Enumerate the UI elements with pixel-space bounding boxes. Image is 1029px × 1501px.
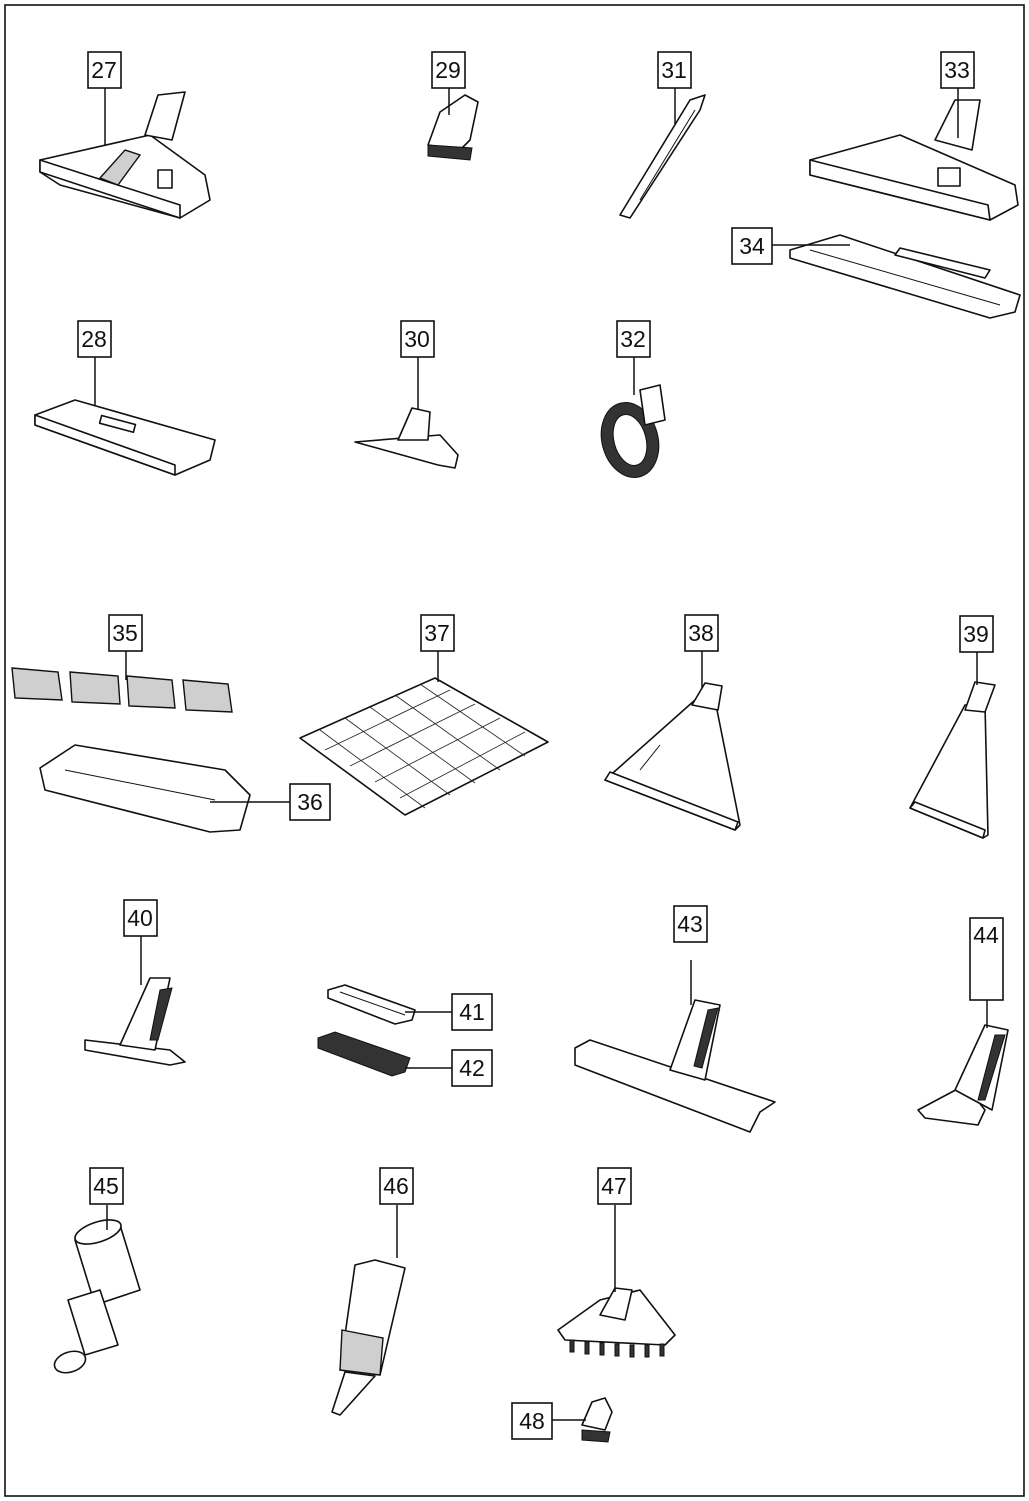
svg-text:30: 30 [404,326,430,352]
spray-nozzle-46 [331,1259,406,1416]
svg-text:37: 37 [424,620,450,646]
tray-36 [39,744,251,833]
label-43: 43 [673,905,708,943]
small-nozzle-30 [354,407,459,469]
svg-text:47: 47 [601,1173,627,1199]
triangle-brush-47 [557,1287,676,1358]
inserts-35 [11,667,233,713]
svg-text:28: 28 [81,326,107,352]
label-34: 34 [731,227,773,265]
page-border [4,4,1025,1497]
label-45: 45 [89,1167,124,1205]
label-30: 30 [400,320,435,358]
label-35: 35 [108,614,143,652]
label-36: 36 [289,783,331,821]
svg-text:46: 46 [383,1173,409,1199]
svg-text:43: 43 [677,911,703,937]
nozzle-44 [917,1024,1009,1126]
label-46: 46 [379,1167,414,1205]
strip-41 [327,984,416,1025]
label-48: 48 [511,1402,553,1440]
svg-text:32: 32 [620,326,646,352]
svg-text:42: 42 [459,1055,485,1081]
label-37: 37 [420,614,455,652]
label-41: 41 [451,993,493,1031]
crevice-tool-31 [619,94,706,219]
svg-text:31: 31 [661,57,687,83]
tray-28 [34,399,216,476]
svg-text:38: 38 [688,620,714,646]
label-31: 31 [657,51,692,89]
svg-text:39: 39 [963,621,989,647]
wide-nozzle-43 [574,999,776,1133]
wash-nozzle-39 [909,681,996,839]
svg-text:44: 44 [973,922,999,948]
label-29: 29 [431,51,466,89]
label-40: 40 [123,899,158,937]
svg-text:48: 48 [519,1408,545,1434]
mini-brush-48 [581,1397,613,1443]
mesh-cloth-37 [299,677,549,816]
label-47: 47 [597,1167,632,1205]
floor-nozzle-33 [809,99,1019,221]
label-42: 42 [451,1049,493,1087]
wash-nozzle-38 [604,682,741,831]
svg-text:45: 45 [93,1173,119,1199]
label-33: 33 [940,51,975,89]
svg-text:33: 33 [944,57,970,83]
svg-text:40: 40 [127,905,153,931]
label-28: 28 [77,320,112,358]
floor-nozzle-27 [39,91,211,219]
nozzle-40 [84,977,186,1066]
svg-text:41: 41 [459,999,485,1025]
round-brush-32 [600,384,666,478]
adapter-45 [53,1219,141,1374]
label-27: 27 [87,51,122,89]
svg-text:34: 34 [739,233,765,259]
svg-text:27: 27 [91,57,117,83]
svg-text:35: 35 [112,620,138,646]
strip-42 [317,1031,411,1077]
label-38: 38 [684,614,719,652]
carpet-adapter-34 [789,234,1021,319]
label-44: 44 [969,917,1004,1001]
svg-text:36: 36 [297,789,323,815]
label-32: 32 [616,320,651,358]
upholstery-brush-29 [427,94,479,161]
svg-text:29: 29 [435,57,461,83]
label-39: 39 [959,615,994,653]
